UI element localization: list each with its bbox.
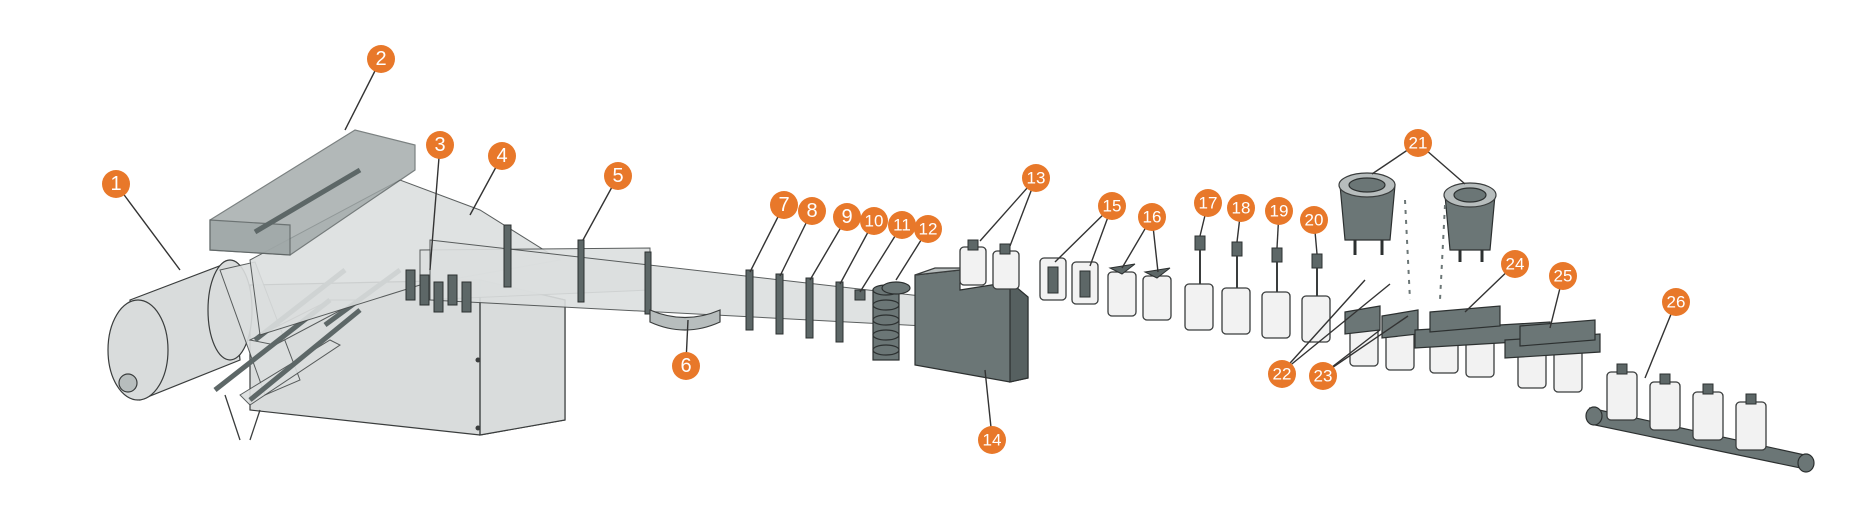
reel-end bbox=[107, 299, 169, 401]
callout-23: 23 bbox=[1309, 362, 1337, 390]
svg-text:11: 11 bbox=[893, 216, 911, 235]
svg-text:23: 23 bbox=[1314, 367, 1333, 386]
cutter-block bbox=[914, 267, 1029, 383]
capping-stations bbox=[1344, 305, 1601, 393]
svg-text:9: 9 bbox=[841, 206, 852, 228]
svg-text:6: 6 bbox=[680, 355, 691, 377]
callout-4: 4 bbox=[488, 142, 516, 170]
callout-17: 17 bbox=[1194, 189, 1222, 217]
station-3-tools bbox=[405, 224, 512, 313]
film-reel-unit bbox=[107, 259, 253, 401]
svg-text:17: 17 bbox=[1199, 194, 1218, 213]
svg-text:24: 24 bbox=[1506, 255, 1525, 274]
svg-text:15: 15 bbox=[1103, 197, 1122, 216]
svg-text:25: 25 bbox=[1554, 267, 1573, 286]
output-conveyor bbox=[1585, 363, 1815, 473]
svg-text:26: 26 bbox=[1667, 293, 1686, 312]
svg-text:7: 7 bbox=[778, 194, 789, 216]
svg-text:22: 22 bbox=[1273, 365, 1292, 384]
station-6-saddle bbox=[649, 309, 721, 331]
callout-25: 25 bbox=[1549, 262, 1577, 290]
svg-text:21: 21 bbox=[1409, 134, 1428, 153]
callout-14: 14 bbox=[978, 426, 1006, 454]
callout-21: 21 bbox=[1404, 129, 1432, 157]
svg-text:2: 2 bbox=[375, 48, 386, 70]
callout-10: 10 bbox=[860, 207, 888, 235]
callout-26: 26 bbox=[1662, 288, 1690, 316]
svg-text:20: 20 bbox=[1305, 211, 1324, 230]
machine-base bbox=[249, 279, 566, 436]
callout-13: 13 bbox=[1022, 164, 1050, 192]
station-4-guide bbox=[503, 224, 512, 288]
svg-text:10: 10 bbox=[865, 212, 884, 231]
callout-5: 5 bbox=[604, 162, 632, 190]
svg-text:13: 13 bbox=[1027, 169, 1046, 188]
callout-12: 12 bbox=[914, 215, 942, 243]
svg-text:1: 1 bbox=[110, 173, 121, 195]
callout-24: 24 bbox=[1501, 250, 1529, 278]
svg-text:16: 16 bbox=[1143, 208, 1162, 227]
svg-text:8: 8 bbox=[806, 200, 817, 222]
svg-text:18: 18 bbox=[1232, 199, 1251, 218]
svg-text:3: 3 bbox=[434, 134, 445, 156]
callout-11: 11 bbox=[888, 211, 916, 239]
feeder-bowls bbox=[1338, 172, 1497, 301]
svg-text:5: 5 bbox=[612, 165, 623, 187]
svg-text:4: 4 bbox=[496, 145, 507, 167]
reel-axle bbox=[118, 373, 138, 393]
pouches-fitment bbox=[1184, 235, 1331, 343]
callout-18: 18 bbox=[1227, 194, 1255, 222]
callout-3: 3 bbox=[426, 131, 454, 159]
callout-9: 9 bbox=[833, 203, 861, 231]
roller-stack bbox=[872, 281, 911, 361]
callout-20: 20 bbox=[1300, 206, 1328, 234]
callout-7: 7 bbox=[770, 191, 798, 219]
svg-text:19: 19 bbox=[1270, 202, 1289, 221]
callout-1: 1 bbox=[102, 170, 130, 198]
pouches-early bbox=[959, 239, 1172, 321]
svg-text:12: 12 bbox=[919, 220, 938, 239]
callouts: 1 2 3 4 5 6 7 8 9 10 11 12 13 14 15 16 1… bbox=[102, 45, 1690, 454]
glass-cover-front bbox=[209, 219, 291, 256]
callout-8: 8 bbox=[798, 197, 826, 225]
callout-19: 19 bbox=[1265, 197, 1293, 225]
callout-16: 16 bbox=[1138, 203, 1166, 231]
callout-2: 2 bbox=[367, 45, 395, 73]
callout-22: 22 bbox=[1268, 360, 1296, 388]
station-5-guides bbox=[577, 239, 652, 315]
callout-6: 6 bbox=[672, 352, 700, 380]
svg-text:14: 14 bbox=[983, 431, 1002, 450]
sealing-bars bbox=[745, 269, 866, 343]
callout-15: 15 bbox=[1098, 192, 1126, 220]
